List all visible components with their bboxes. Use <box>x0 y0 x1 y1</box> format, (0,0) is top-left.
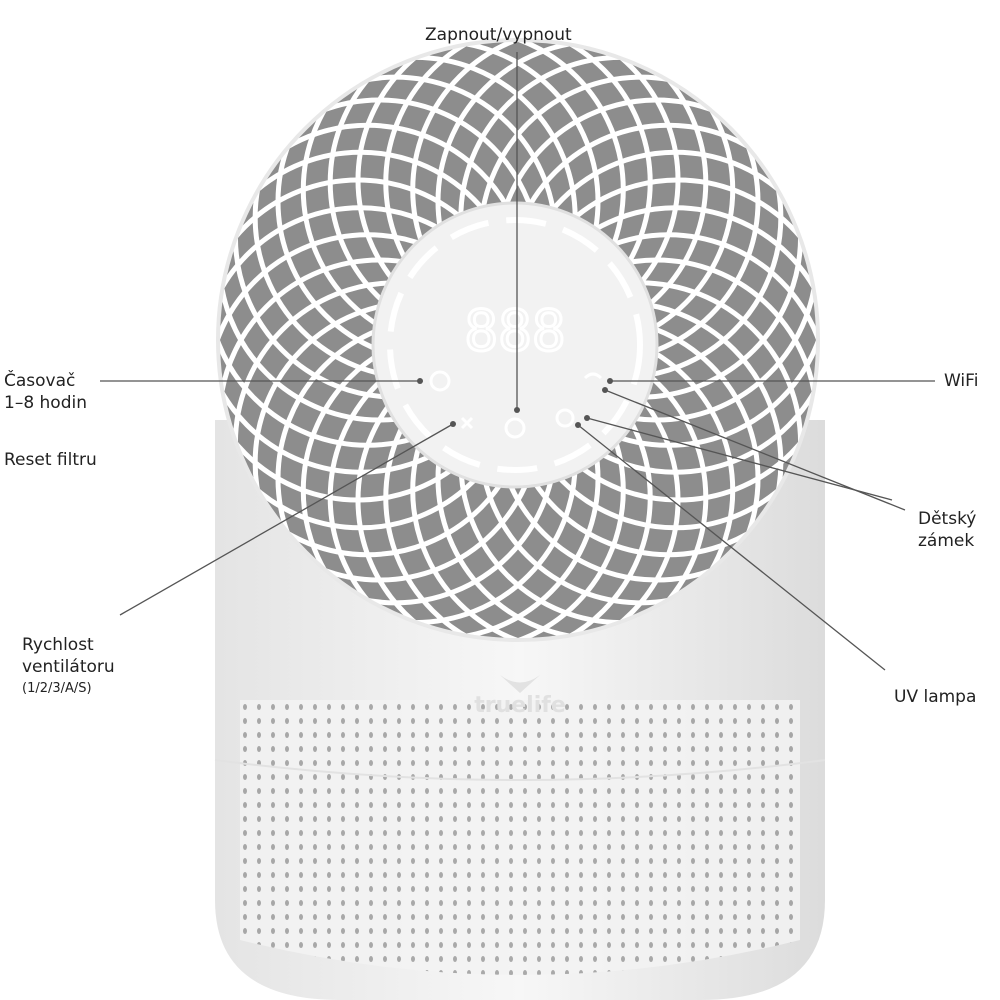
label-child-lock-line2: zámek <box>918 531 975 551</box>
label-uv-lamp: UV lampa <box>894 687 977 707</box>
label-timer-line1: Časovač <box>4 371 76 391</box>
label-timer: Časovač 1–8 hodin <box>4 370 87 414</box>
timer-icon <box>429 370 451 392</box>
label-child-lock: Dětský zámek <box>918 508 976 552</box>
label-wifi: WiFi <box>944 371 979 391</box>
label-fan-line2: ventilátoru <box>22 657 115 677</box>
label-fan-speed: Rychlost ventilátoru (1/2/3/A/S) <box>22 634 115 700</box>
label-power: Zapnout/vypnout <box>425 25 572 45</box>
wifi-icon <box>583 372 603 380</box>
brand-logo: truelife <box>474 693 566 718</box>
label-fan-line1: Rychlost <box>22 635 94 655</box>
fan-icon <box>460 416 474 430</box>
label-filter-reset: Reset filtru <box>4 450 97 470</box>
power-icon <box>504 417 526 439</box>
label-timer-line2: 1–8 hodin <box>4 393 87 413</box>
vent-holes <box>240 700 800 975</box>
uv-icon <box>555 408 575 428</box>
display-digits: 888 <box>464 299 565 364</box>
label-fan-modes: (1/2/3/A/S) <box>22 681 92 696</box>
label-child-lock-line1: Dětský <box>918 509 977 529</box>
